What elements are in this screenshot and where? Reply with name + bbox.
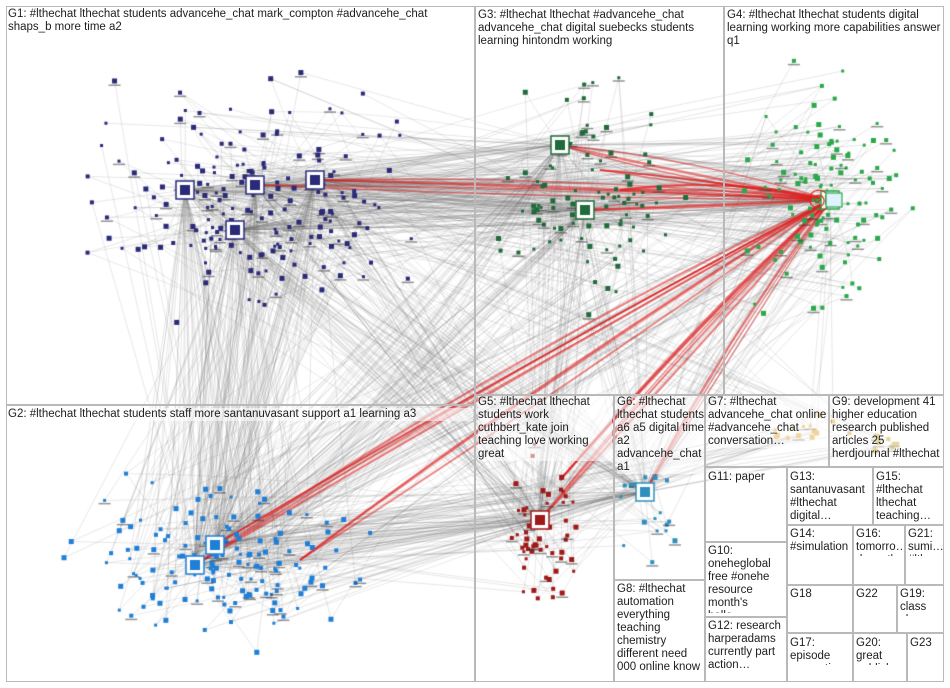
network-graph-canvas bbox=[0, 0, 950, 688]
